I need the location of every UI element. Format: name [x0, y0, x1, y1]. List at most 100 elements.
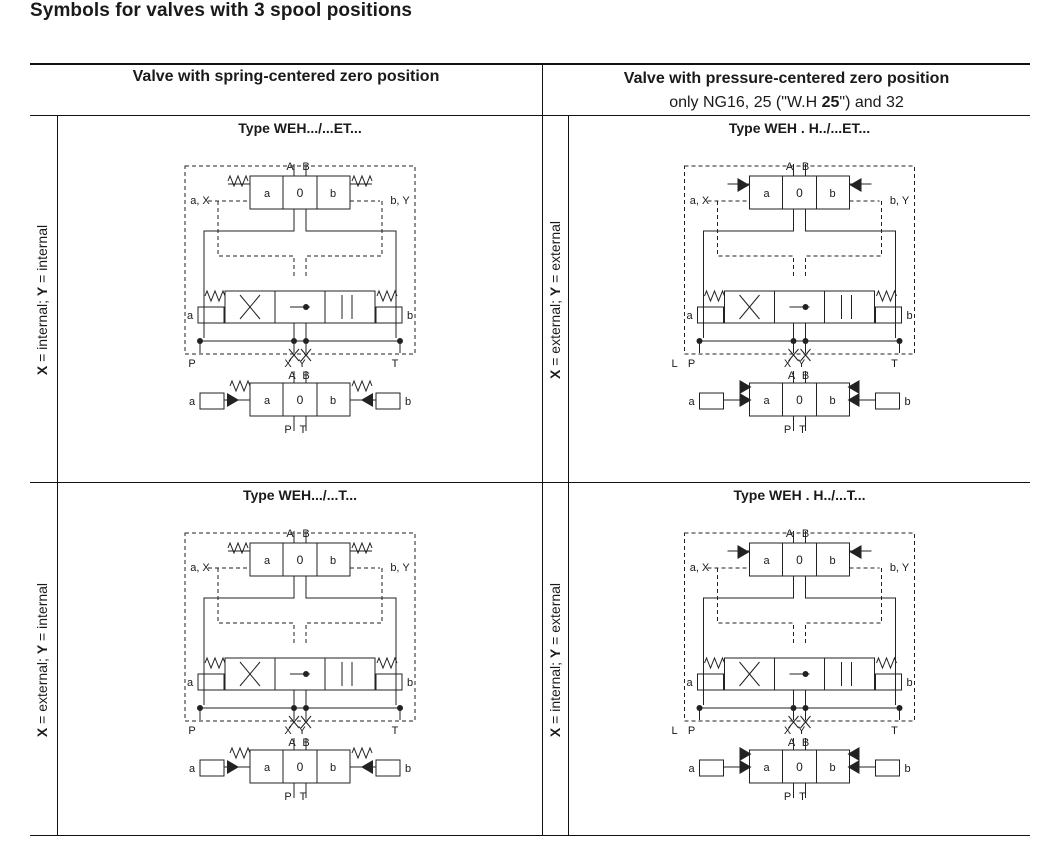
port-label: b: [330, 188, 336, 200]
pressure-triangle-icon: [739, 760, 752, 774]
pressure-triangle-icon: [739, 747, 752, 761]
left-column-header: Valve with spring-centered zero position: [30, 65, 542, 89]
spring-icon: [704, 289, 725, 303]
right-column-title: Valve with pressure-centered zero positi…: [623, 70, 950, 87]
port-label: b: [330, 395, 336, 407]
pressure-triangle-icon: [847, 747, 860, 761]
flow-line: [239, 661, 261, 687]
port-label: b: [829, 762, 835, 774]
spring-icon: [376, 656, 398, 670]
port-label: T: [300, 424, 307, 436]
flow-line: [305, 209, 397, 338]
flow-line: [703, 209, 794, 338]
port-label: T: [891, 725, 898, 737]
right-column-note: only NG16, 25 ("W.H 25") and 32: [669, 94, 904, 111]
right-column-header: Valve with pressure-centered zero positi…: [543, 67, 1030, 115]
port-label: a: [763, 762, 770, 774]
actuator-box: [875, 392, 900, 410]
pilot-boundary: [184, 532, 416, 722]
row-divider-rule: [30, 482, 1030, 483]
port-label: 0: [297, 186, 304, 200]
type-label: Type WEH . H../...T...: [733, 487, 866, 503]
left-label-divider: [57, 115, 58, 835]
table-bottom-rule: [30, 835, 1030, 836]
spring-icon: [204, 289, 226, 303]
port-label: Y: [298, 725, 306, 737]
actuator-box: [875, 673, 902, 691]
pilot-line: [305, 201, 383, 276]
valve-symbol: a0bABa, Xb, YabPTXYLABa0babPT: [671, 161, 915, 436]
port-label: P: [188, 725, 195, 737]
port-label: a: [264, 395, 271, 407]
spring-icon: [204, 656, 226, 670]
port-label: a: [688, 763, 695, 775]
spring-icon: [351, 174, 373, 188]
port-label: a: [763, 188, 770, 200]
flow-line: [805, 576, 896, 705]
flow-line: [203, 576, 295, 705]
port-label: b: [405, 763, 411, 775]
port-label: P: [784, 791, 791, 803]
type-label: Type WEH . H../...ET...: [728, 120, 871, 136]
right-label-divider: [568, 115, 569, 835]
port-label: a: [688, 396, 695, 408]
port-label: a: [187, 677, 194, 689]
port-label: b, Y: [390, 195, 410, 207]
port-label: a: [763, 395, 770, 407]
pressure-triangle-icon: [361, 393, 373, 407]
port-label: b: [829, 188, 835, 200]
pilot-line: [217, 568, 295, 643]
port-label: b: [407, 677, 413, 689]
main-valve-body: [224, 290, 376, 324]
port-label: b: [904, 763, 910, 775]
port-label: X: [284, 725, 292, 737]
port-label: 0: [796, 186, 803, 200]
orifice-icon: [300, 715, 312, 729]
actuator-box: [197, 673, 225, 691]
pressure-triangle-icon: [737, 545, 750, 559]
port-label: L: [671, 358, 677, 370]
port-label: a: [264, 555, 271, 567]
port-label: P: [188, 358, 195, 370]
page-title: Symbols for valves with 3 spool position…: [30, 0, 413, 21]
junction-dot: [303, 671, 309, 677]
port-label: A: [288, 370, 296, 382]
flow-line: [739, 661, 760, 687]
left-column-title: Valve with spring-centered zero position: [132, 68, 440, 85]
main-valve-body: [224, 657, 376, 691]
port-label: Y: [298, 358, 306, 370]
port-label: A: [286, 161, 294, 173]
port-label: b: [906, 677, 912, 689]
spring-icon: [229, 379, 251, 393]
port-label: a, X: [690, 195, 710, 207]
port-label: T: [300, 791, 307, 803]
pressure-triangle-icon: [847, 760, 860, 774]
port-label: P: [284, 424, 291, 436]
actuator-box: [375, 392, 401, 410]
flow-line: [305, 576, 397, 705]
valve-symbol: a0bABa, Xb, YabPTXYABa0babPT: [184, 528, 416, 803]
pressure-triangle-icon: [847, 393, 860, 407]
row2-right-label: X = internal; Y = external: [547, 582, 563, 738]
flow-line: [239, 294, 261, 320]
port-label: T: [392, 358, 399, 370]
pressure-triangle-icon: [737, 178, 750, 192]
port-label: b, Y: [890, 195, 910, 207]
pilot-line: [305, 568, 383, 643]
spring-icon: [876, 289, 897, 303]
pilot-valve-body: [249, 542, 351, 577]
port-label: 0: [297, 760, 304, 774]
port-label: A: [788, 370, 796, 382]
spring-icon: [227, 541, 249, 555]
port-label: b, Y: [890, 562, 910, 574]
pilot-line: [805, 568, 882, 643]
port-label: A: [788, 737, 796, 749]
orifice-icon: [288, 715, 300, 729]
main-valve-body: [724, 657, 875, 691]
port-label: b: [330, 555, 336, 567]
port-label: 0: [796, 553, 803, 567]
actuator-box: [199, 759, 225, 777]
orifice-icon: [788, 348, 799, 362]
cell-r2c2: Type WEH . H../...T... a0bABa, Xb, YabPT…: [569, 483, 1030, 835]
spring-icon: [351, 541, 373, 555]
